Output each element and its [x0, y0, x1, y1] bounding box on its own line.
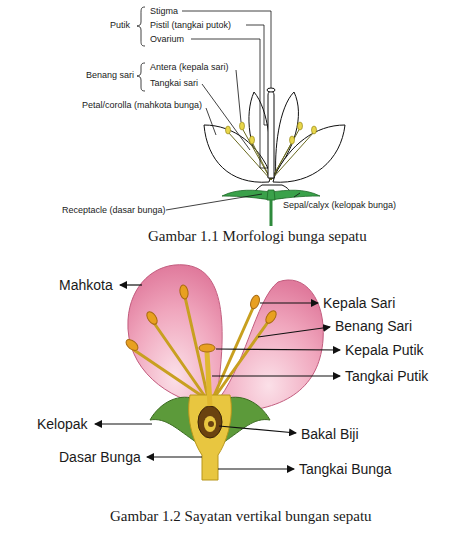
part-label: Ovarium	[150, 34, 184, 44]
part-label: Mahkota	[58, 277, 114, 293]
part-label: Putik	[110, 20, 130, 30]
part-label: Stigma	[150, 6, 178, 16]
part-label: Kepala Putik	[344, 342, 425, 358]
part-label: Tangkai Putik	[344, 368, 429, 384]
part-label: Kepala Sari	[322, 295, 396, 311]
part-label: Tangkai sari	[150, 78, 198, 88]
part-label: Dasar Bunga	[58, 449, 142, 465]
part-label: Benang sari	[86, 70, 134, 80]
part-label: Petal/corolla (mahkota bunga)	[82, 100, 202, 110]
part-label: Sepal/calyx (kelopak bunga)	[283, 200, 396, 210]
part-label: Bakal Biji	[300, 426, 360, 442]
part-label: Benang Sari	[334, 318, 413, 334]
part-label: Receptacle (dasar bunga)	[62, 205, 166, 215]
part-label: Antera (kepala sari)	[150, 62, 229, 72]
part-label: Kelopak	[36, 416, 89, 432]
part-label: Tangkai Bunga	[298, 461, 393, 477]
caption: Gambar 1.2 Sayatan vertikal bungan sepat…	[110, 508, 372, 525]
part-label: Pistil (tangkai putok)	[150, 20, 231, 30]
caption: Gambar 1.1 Morfologi bunga sepatu	[148, 228, 367, 245]
